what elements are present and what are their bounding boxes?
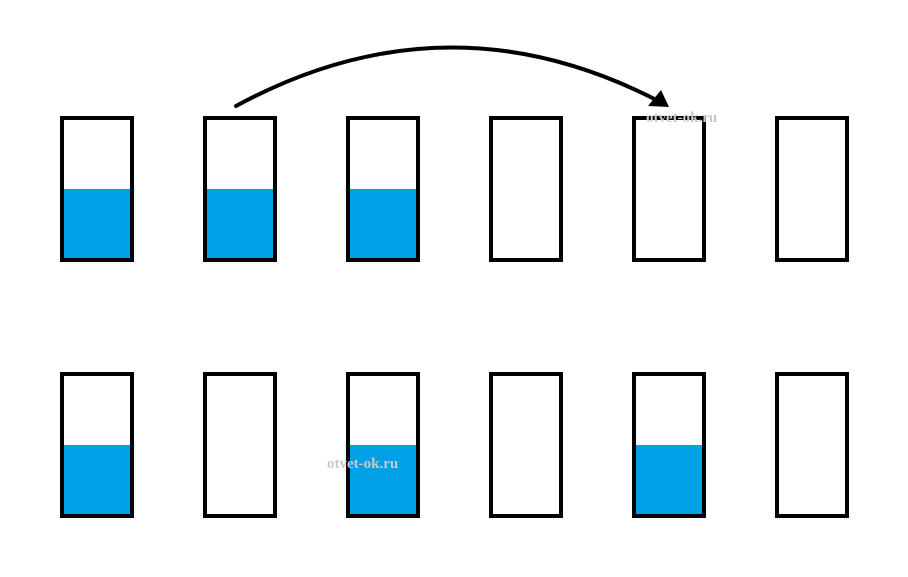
glass-row2-1: [60, 372, 134, 518]
arrow-curve: [234, 45, 666, 108]
glass-row1-1: [60, 116, 134, 262]
glass-row2-2: [203, 372, 277, 518]
liquid-row1-3: [350, 189, 416, 258]
glass-row1-4: [489, 116, 563, 262]
glass-row2-4: [489, 372, 563, 518]
watermark-bottom: otvet-ok.ru: [327, 456, 399, 472]
glass-row2-6: [775, 372, 849, 518]
glass-row2-5: [632, 372, 706, 518]
liquid-row2-5: [636, 445, 702, 514]
glass-row1-5: [632, 116, 706, 262]
glass-row2-3: [346, 372, 420, 518]
watermark-top: otvet-ok.ru: [646, 110, 718, 126]
liquid-row2-3: [350, 445, 416, 514]
glass-row1-3: [346, 116, 420, 262]
liquid-row1-2: [207, 189, 273, 258]
liquid-row2-1: [64, 445, 130, 514]
arrowhead-icon: [648, 90, 669, 107]
glass-row1-2: [203, 116, 277, 262]
liquid-row1-1: [64, 189, 130, 258]
glass-row1-6: [775, 116, 849, 262]
